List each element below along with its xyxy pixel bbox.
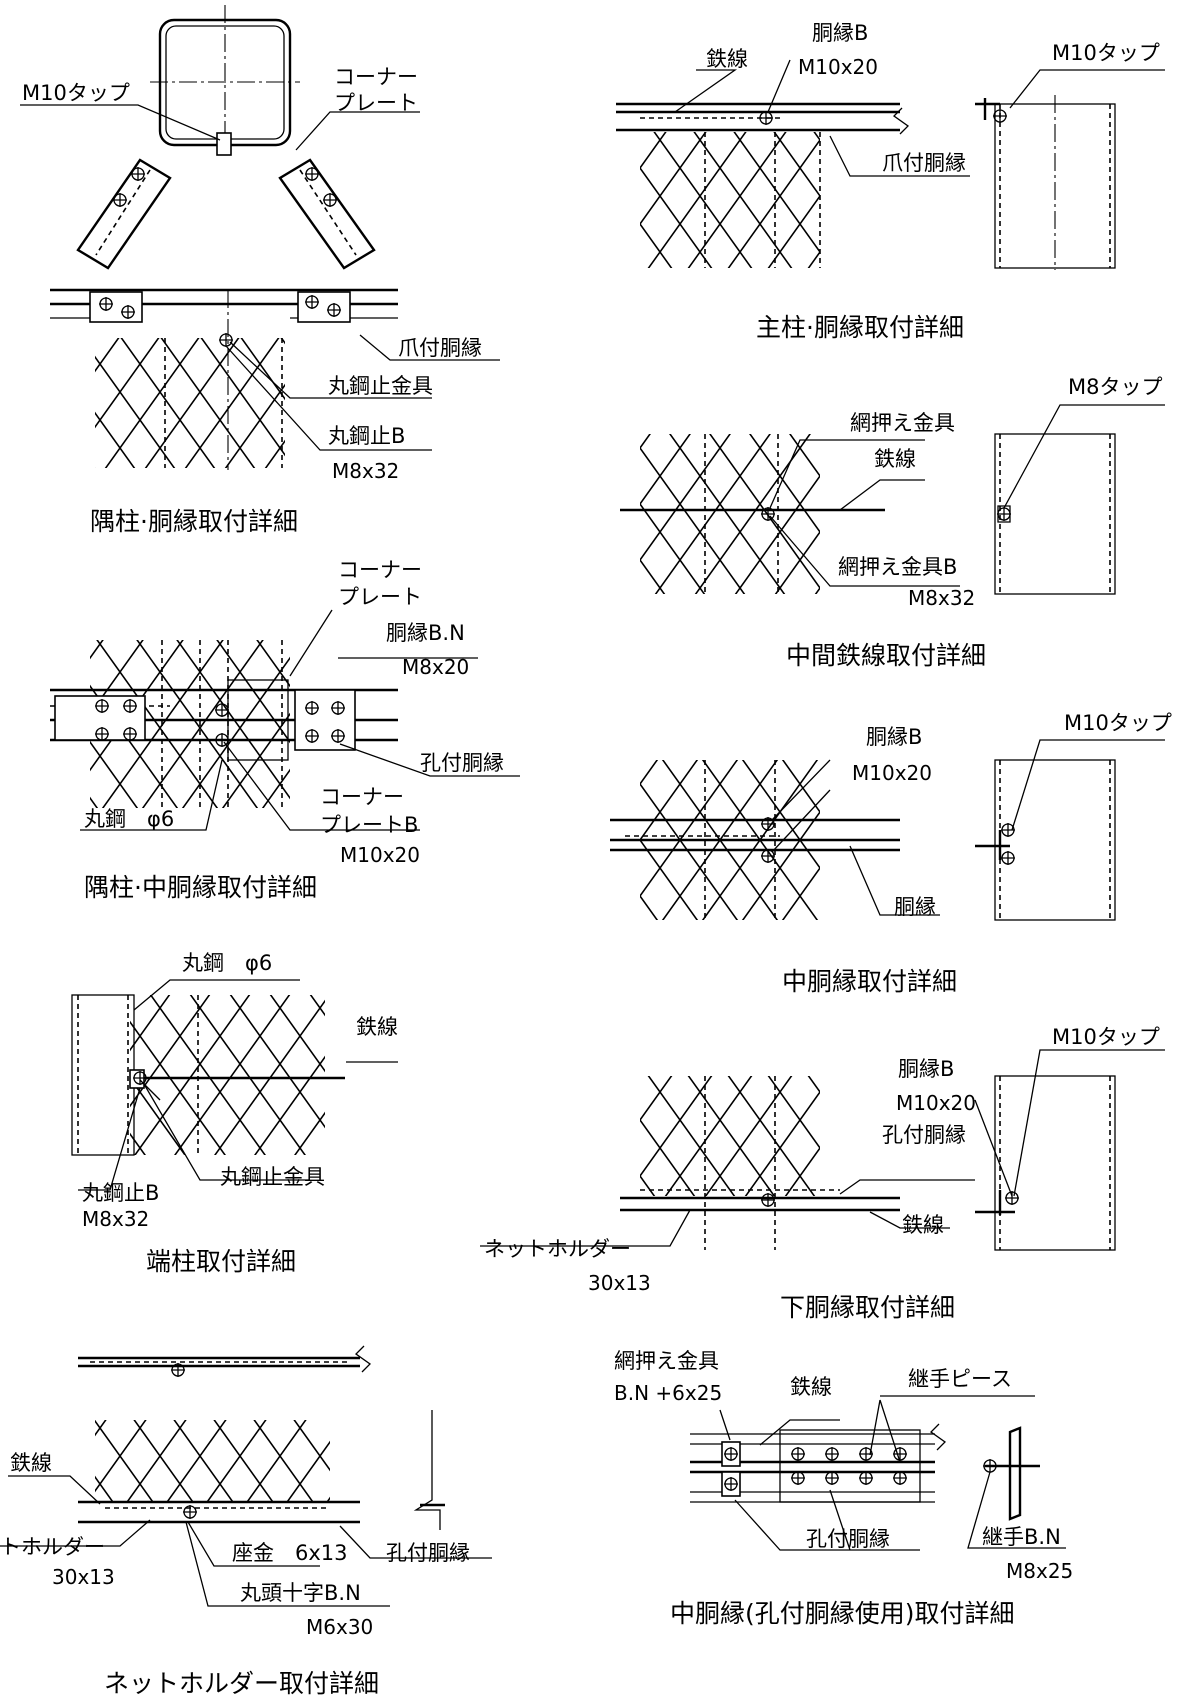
- dobuchi-bn-label: 胴縁B.N: [386, 621, 465, 645]
- dobuchi-b-label-3: 胴縁B: [898, 1057, 954, 1081]
- bottom-rail-detail: [480, 1049, 1165, 1251]
- ana-dobuchi-label-4: 孔付胴縁: [806, 1527, 890, 1551]
- m10-tap-label-3: M10タップ: [1064, 711, 1172, 735]
- ami-osae-kanagu-b-label: 網押え金具B: [838, 555, 957, 579]
- tessen-label-5: 鉄線: [902, 1213, 944, 1237]
- tessen-label-6: 鉄線: [790, 1375, 832, 1399]
- marukou-tomekanagu-label: 丸鋼止金具: [328, 374, 433, 398]
- net-holder-label: ネットホルダー: [484, 1237, 631, 1261]
- zagane-label: 座金 6x13: [232, 1541, 348, 1565]
- ami-osae-kanagu-label-2: 網押え金具: [614, 1349, 719, 1373]
- corner-plate-label-2: プレート: [334, 91, 418, 115]
- m8-tap-label: M8タップ: [1068, 375, 1162, 399]
- title-mid-wire: 中間鉄線取付詳細: [786, 641, 986, 670]
- tsume-dobuchi-label-2: 爪付胴縁: [882, 151, 966, 175]
- net-holder-detail: [0, 1345, 492, 1607]
- m8x32-label: M8x32: [332, 459, 399, 483]
- corner-plate-label-3: コーナー: [338, 558, 422, 582]
- m10x20-label-4: M10x20: [896, 1091, 976, 1115]
- end-post-detail: [71, 979, 398, 1191]
- dobuchi-label: 胴縁: [894, 895, 936, 919]
- size-30x13-label-2: 30x13: [588, 1271, 651, 1295]
- corner-plate-b-label-1: コーナー: [320, 785, 404, 809]
- title-end-post: 端柱取付詳細: [146, 1247, 296, 1276]
- ana-dobuchi-label-2: 孔付胴縁: [386, 1541, 470, 1565]
- corner-plate-label-4: プレート: [338, 585, 422, 609]
- mid-wire-detail: [620, 404, 1165, 595]
- corner-post-mid-rail-detail: [50, 609, 520, 831]
- ana-dobuchi-label-3: 孔付胴縁: [882, 1123, 966, 1147]
- m8x32-label-3: M8x32: [908, 586, 975, 610]
- corner-plate-label-1: コーナー: [334, 65, 418, 89]
- dobuchi-b-label-2: 胴縁B: [866, 725, 922, 749]
- marukou-phi6-label-1: 丸鋼 φ6: [84, 807, 174, 831]
- bn-6x25-label: B.N +6x25: [614, 1381, 722, 1405]
- m10-tap-label-4: M10タップ: [1052, 1025, 1160, 1049]
- title-corner-post: 隅柱·胴縁取付詳細: [90, 507, 298, 536]
- m6x30-label: M6x30: [306, 1615, 373, 1639]
- main-post-rail-detail: [616, 59, 1165, 270]
- tessen-label-2: 鉄線: [10, 1451, 52, 1475]
- ami-osae-kanagu-label: 網押え金具: [850, 411, 955, 435]
- title-bottom-rail: 下胴縁取付詳細: [780, 1293, 955, 1322]
- m10-tap-label-2: M10タップ: [1052, 41, 1160, 65]
- ana-dobuchi-label-1: 孔付胴縁: [420, 751, 504, 775]
- dobuchi-b-label-1: 胴縁B: [812, 21, 868, 45]
- tsume-dobuchi-label: 爪付胴縁: [398, 336, 482, 360]
- title-mid-rail-holed: 中胴縁(孔付胴縁使用)取付詳細: [670, 1599, 1015, 1628]
- title-mid-rail: 中胴縁取付詳細: [782, 967, 957, 996]
- m8x20-label: M8x20: [402, 655, 469, 679]
- tsugite-bn-label: 継手B.N: [982, 1525, 1061, 1549]
- m10x20-label-1: M10x20: [340, 843, 420, 867]
- maruatama-bn-label: 丸頭十字B.N: [240, 1581, 361, 1605]
- marukou-tome-b-label-2: 丸鋼止B: [82, 1181, 159, 1205]
- m10x20-label-2: M10x20: [798, 55, 878, 79]
- tessen-label-4: 鉄線: [874, 447, 916, 471]
- tessen-label-1: 鉄線: [356, 1015, 398, 1039]
- m10x20-label-3: M10x20: [852, 761, 932, 785]
- marukou-phi6-label-2: 丸鋼 φ6: [182, 951, 272, 975]
- m8x32-label-2: M8x32: [82, 1207, 149, 1231]
- marukou-tome-b-label: 丸鋼止B: [328, 424, 405, 448]
- title-corner-mid: 隅柱·中胴縁取付詳細: [84, 873, 317, 902]
- marukou-tomekanagu-label-2: 丸鋼止金具: [220, 1165, 325, 1189]
- mid-rail-holed-detail: [690, 1395, 1066, 1551]
- m10-tap-label: M10タップ: [22, 81, 130, 105]
- title-main-post: 主柱·胴縁取付詳細: [756, 313, 964, 342]
- mid-rail-detail: [610, 739, 1165, 921]
- tessen-label-3: 鉄線: [706, 47, 748, 71]
- m8x25-label: M8x25: [1006, 1559, 1073, 1583]
- size-30x13-label-1: 30x13: [52, 1565, 115, 1589]
- title-net-holder: ネットホルダー取付詳細: [104, 1669, 379, 1698]
- tsugite-piece-label: 継手ピース: [908, 1367, 1012, 1391]
- net-holder-left-label: トホルダー: [0, 1535, 105, 1559]
- corner-post-rail-detail: [20, 5, 500, 470]
- corner-plate-b-label-2: プレートB: [320, 813, 418, 837]
